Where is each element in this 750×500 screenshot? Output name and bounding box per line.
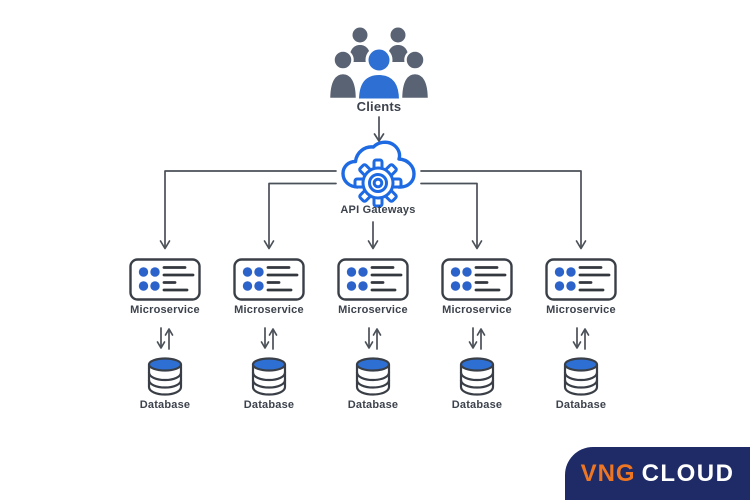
database-label: Database [139,399,191,411]
microservice-label: Microservice [338,304,408,316]
service-card-icon [129,258,201,301]
api-gateways-label: API Gateways [340,204,416,216]
service-card-icon [545,258,617,301]
database-cylinder-icon [459,357,495,396]
database-label: Database [347,399,399,411]
service-card-icon [441,258,513,301]
database-label: Database [243,399,295,411]
cloud-logo-text: CLOUD [641,459,735,487]
service-card-icon [337,258,409,301]
users-group-icon [329,27,429,101]
database-label: Database [555,399,607,411]
cloud-gear-icon [341,140,416,208]
database-cylinder-icon [251,357,287,396]
database-cylinder-icon [355,357,391,396]
vng-logo-text: VNG [580,459,636,487]
microservice-label: Microservice [130,304,200,316]
microservice-label: Microservice [234,304,304,316]
vng-cloud-logo: VNG CLOUD [565,447,750,500]
service-card-icon [233,258,305,301]
database-label: Database [451,399,503,411]
microservice-label: Microservice [442,304,512,316]
database-cylinder-icon [563,357,599,396]
clients-label: Clients [356,99,402,114]
microservice-label: Microservice [546,304,616,316]
database-cylinder-icon [147,357,183,396]
